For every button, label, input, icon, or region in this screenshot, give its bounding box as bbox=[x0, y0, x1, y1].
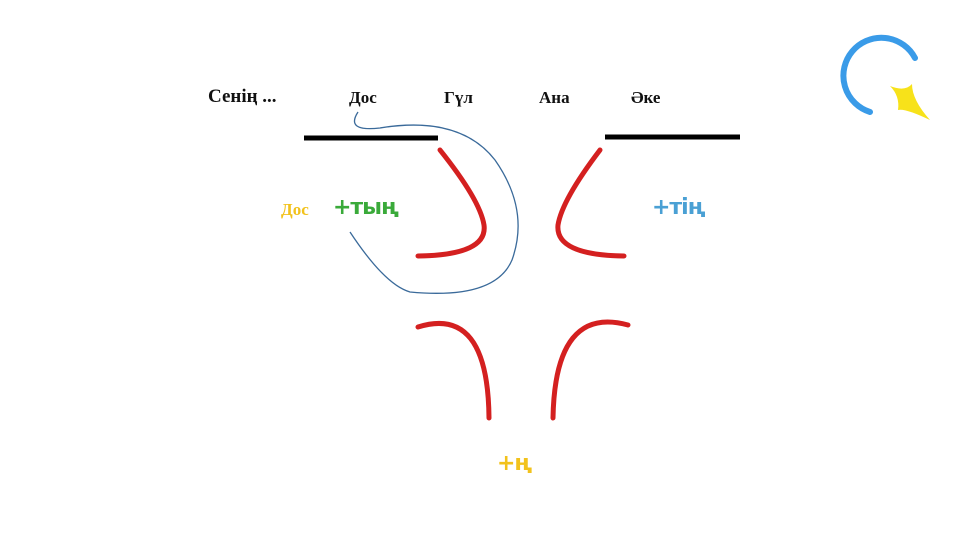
prompt-text: Сенің ... bbox=[208, 86, 277, 107]
connector-curve bbox=[349, 111, 519, 294]
red-arc-lower-left bbox=[415, 320, 492, 421]
suffix-tyn: +тың bbox=[333, 195, 399, 220]
red-arc-upper-left bbox=[415, 147, 487, 259]
logo-icon bbox=[840, 34, 930, 120]
suffix-n: +ң bbox=[497, 451, 532, 476]
word-eke: Әке bbox=[631, 88, 661, 107]
example-word: Дос bbox=[281, 200, 309, 219]
red-arc-upper-right bbox=[555, 147, 627, 259]
word-dos: Дос bbox=[349, 88, 377, 107]
red-arc-lower-right bbox=[550, 319, 631, 421]
word-ana: Ана bbox=[539, 88, 570, 107]
suffix-tin: +тің bbox=[652, 195, 705, 220]
word-gul: Гүл bbox=[444, 88, 473, 107]
